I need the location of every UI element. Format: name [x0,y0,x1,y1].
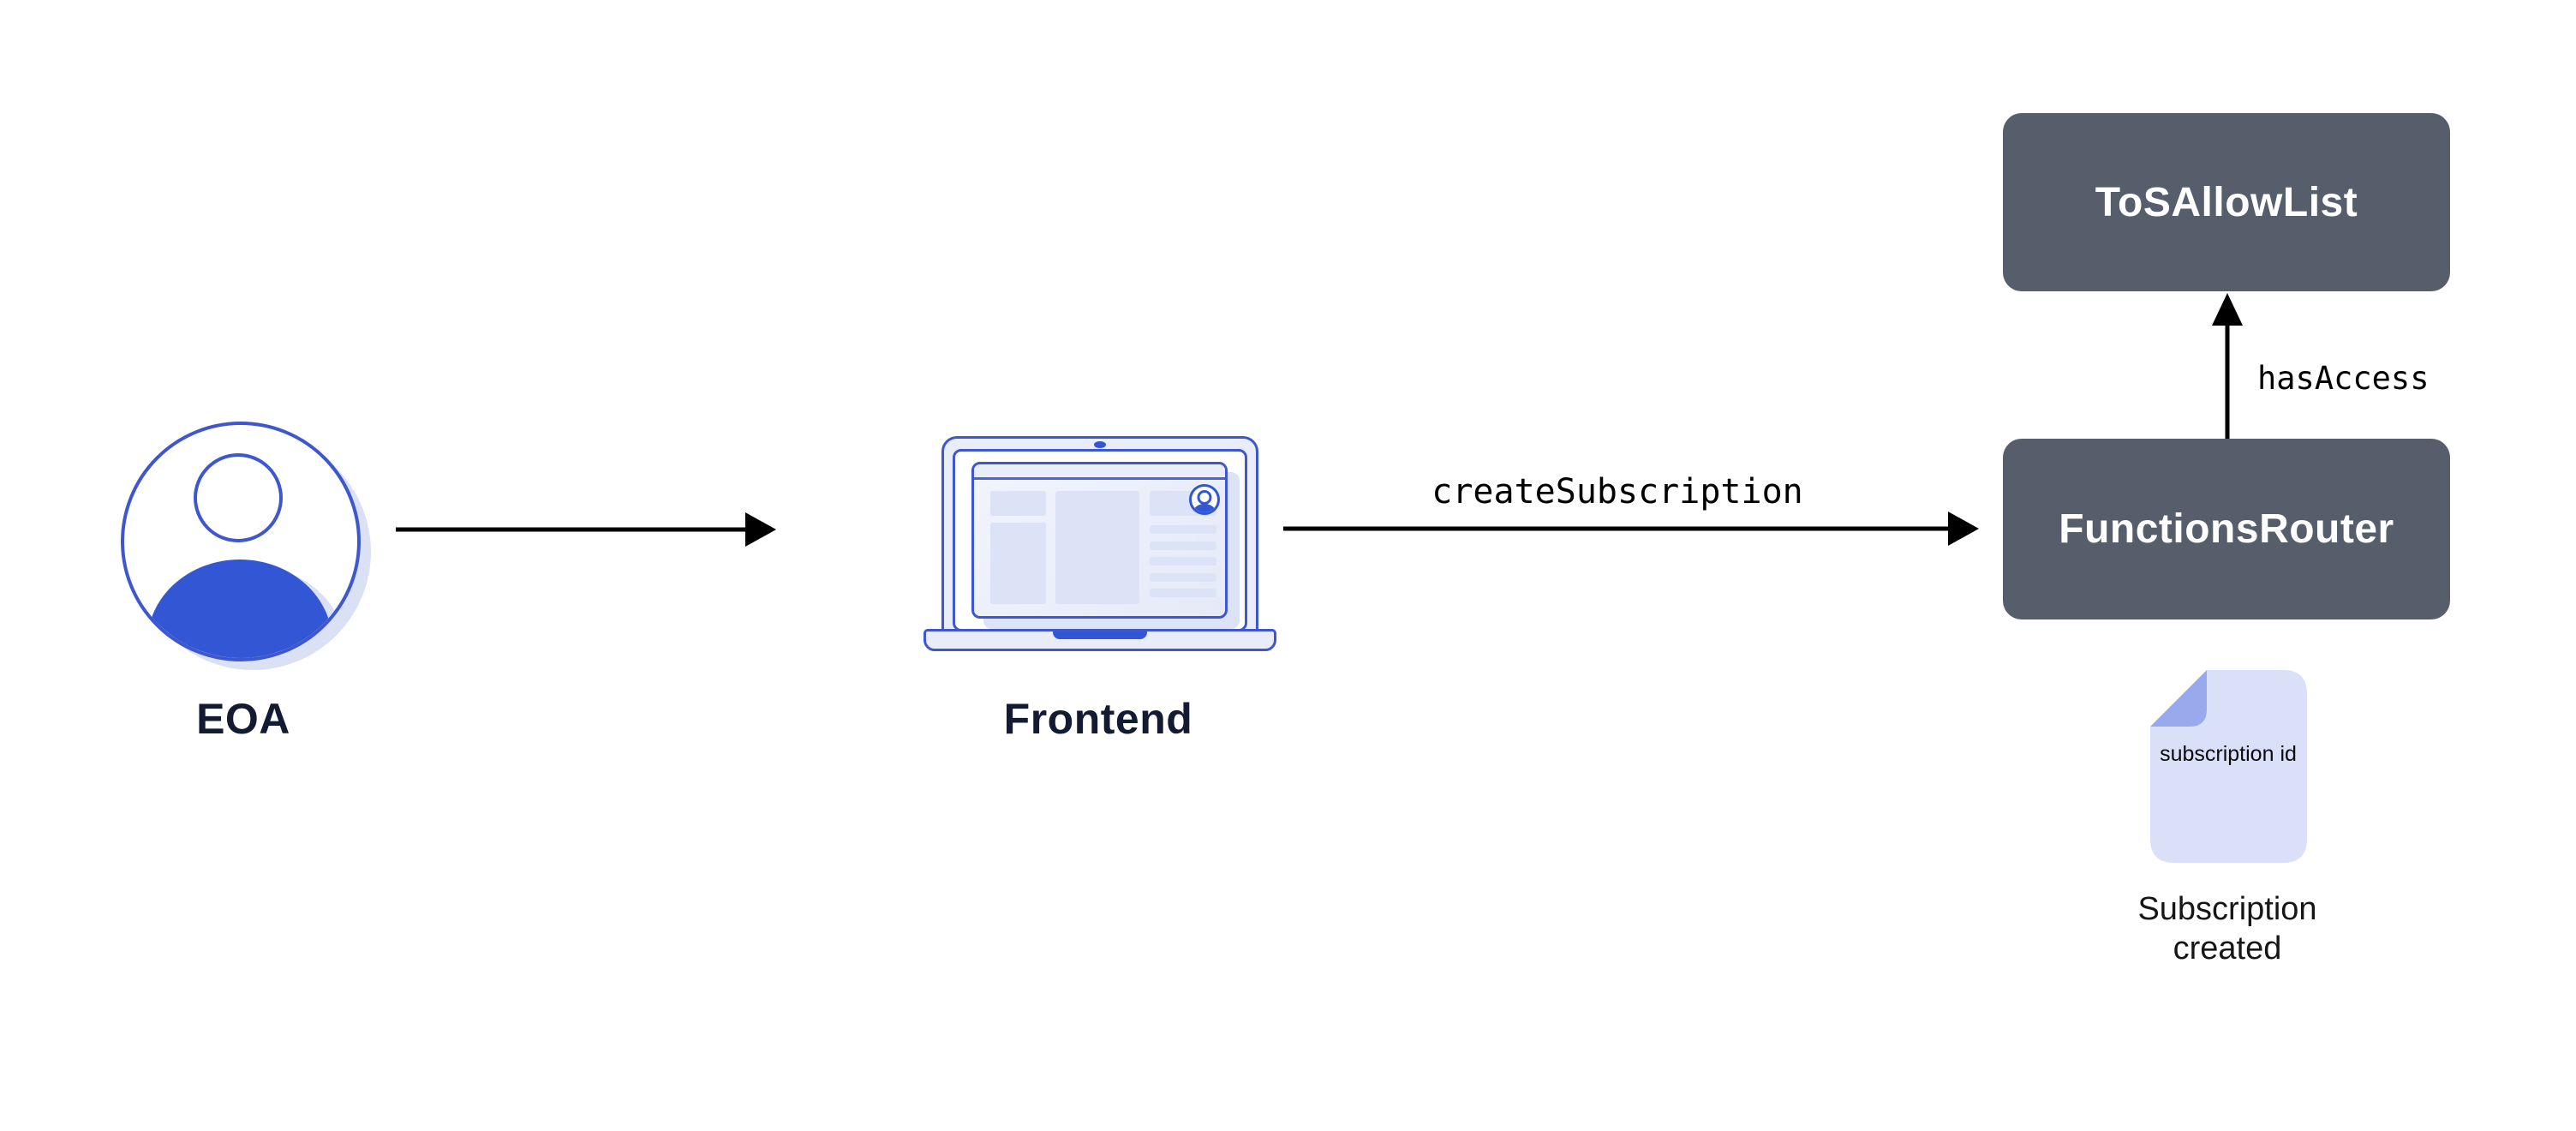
arrowhead [2212,293,2243,326]
arrow-eoa-to-frontend [396,512,776,547]
laptop-notch [1053,631,1147,639]
eoa-label: EOA [196,695,290,743]
avatar-icon [1189,484,1220,515]
functions-router-label: FunctionsRouter [2059,506,2394,552]
eoa-person-icon [121,422,371,670]
avatar-head [1197,490,1212,505]
ui-line [1150,542,1216,550]
ui-line [1150,589,1216,597]
arrowhead [745,512,776,547]
head-ring [194,453,283,542]
browser-window [971,462,1228,619]
create-subscription-edge-label: createSubscription [1431,472,1803,512]
browser-header-bar [974,464,1225,480]
tos-allow-list-label: ToSAllowList [2095,179,2358,225]
webcam-dot-icon [1094,441,1106,448]
head-fill-top [198,458,281,541]
laptop-base [923,629,1276,651]
ui-block [990,523,1046,604]
frontend-laptop-icon [923,431,1276,655]
body-fill [147,560,332,658]
subscription-created-caption: Subscription created [2137,891,2317,966]
functions-router-box: FunctionsRouter [2003,439,2450,619]
ui-block [990,491,1046,516]
arrow-functionsrouter-to-tosallowlist [2212,293,2243,440]
arrow-frontend-to-functionsrouter [1283,512,1979,546]
subscription-document-icon [2150,670,2307,863]
ui-block [1055,491,1139,604]
document-fold-corner [2150,670,2207,727]
tos-allow-list-box: ToSAllowList [2003,113,2450,291]
subscription-id-text: subscription id [2160,742,2297,766]
ui-line [1150,573,1216,582]
frontend-label: Frontend [1003,695,1193,743]
ui-line [1150,525,1216,534]
avatar-shoulders [1193,504,1216,512]
ui-line [1150,557,1216,566]
arrowhead [1948,512,1979,546]
has-access-edge-label: hasAccess [2257,360,2430,397]
